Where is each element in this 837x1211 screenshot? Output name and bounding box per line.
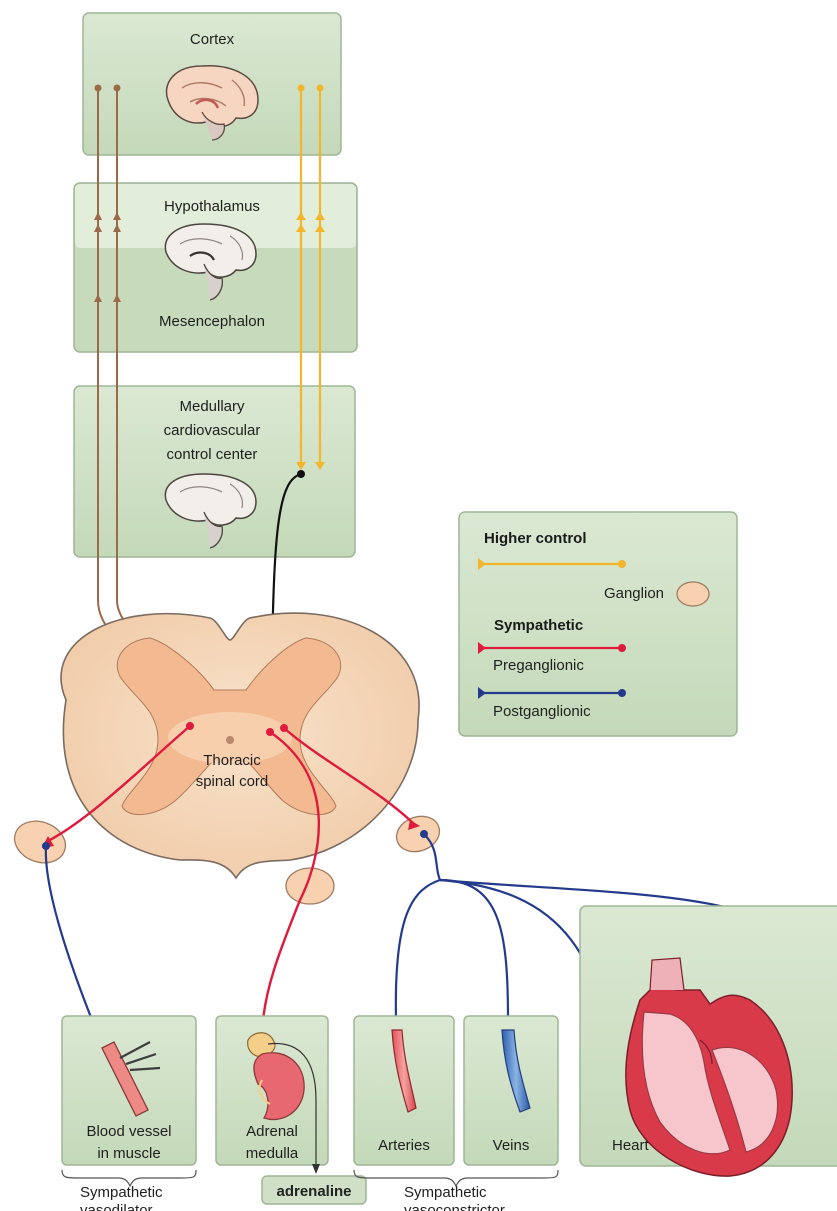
cortex-label: Cortex bbox=[190, 31, 235, 48]
arteries-box: Arteries bbox=[354, 1016, 454, 1165]
ganglion-right bbox=[392, 811, 445, 858]
descending-tract-1 bbox=[98, 88, 180, 676]
mesencephalon-label: Mesencephalon bbox=[159, 313, 265, 330]
descending-tract-2 bbox=[117, 88, 192, 676]
vasodilator-label-1: Sympathetic bbox=[80, 1184, 163, 1201]
postganglionic-to-veins bbox=[440, 880, 508, 1020]
blood-vessel-label-2: in muscle bbox=[97, 1145, 160, 1162]
hypothalamus-label: Hypothalamus bbox=[164, 198, 260, 215]
vasoconstrictor-label-1: Sympathetic bbox=[404, 1184, 487, 1201]
veins-box: Veins bbox=[464, 1016, 558, 1165]
ganglion-left bbox=[9, 814, 72, 869]
blood-vessel-label-1: Blood vessel bbox=[86, 1123, 171, 1140]
medullary-label-3: control center bbox=[167, 446, 258, 463]
legend-postganglionic: Postganglionic bbox=[493, 703, 591, 720]
medullary-label-1: Medullary bbox=[179, 398, 245, 415]
legend-preganglionic: Preganglionic bbox=[493, 657, 584, 674]
heart-label: Heart bbox=[612, 1137, 650, 1154]
legend: Higher control Ganglion Sympathetic Preg… bbox=[459, 512, 737, 736]
adrenal-label-1: Adrenal bbox=[246, 1123, 298, 1140]
spinal-cord: Thoracic spinal cord bbox=[61, 613, 419, 878]
heart-box: Heart bbox=[580, 906, 837, 1176]
medullary-label-2: cardiovascular bbox=[164, 422, 261, 439]
vasodilator-response: Sympathetic vasodilator response bbox=[62, 1170, 196, 1211]
adrenaline-label: adrenaline bbox=[276, 1183, 351, 1200]
cortex-box: Cortex bbox=[83, 13, 341, 155]
spinal-cord-label-2: spinal cord bbox=[196, 773, 269, 790]
legend-higher-control: Higher control bbox=[484, 530, 587, 547]
blood-vessel-box: Blood vessel in muscle bbox=[62, 1016, 196, 1165]
vasoconstrictor-label-2: vasoconstrictor bbox=[404, 1202, 505, 1211]
adrenal-box: Adrenal medulla bbox=[216, 1016, 328, 1165]
legend-ganglion: Ganglion bbox=[604, 585, 664, 602]
veins-label: Veins bbox=[493, 1137, 530, 1154]
legend-sympathetic: Sympathetic bbox=[494, 617, 583, 634]
arteries-label: Arteries bbox=[378, 1137, 430, 1154]
vasoconstrictor-response: Sympathetic vasoconstrictor response bbox=[354, 1170, 558, 1211]
spinal-cord-label-1: Thoracic bbox=[203, 752, 261, 769]
vasodilator-label-2: vasodilator bbox=[80, 1202, 153, 1211]
adrenal-label-2: medulla bbox=[246, 1145, 299, 1162]
postganglionic-to-vessel bbox=[46, 846, 96, 1030]
postganglionic-to-arteries bbox=[396, 880, 440, 1020]
ganglion-icon bbox=[677, 582, 709, 606]
